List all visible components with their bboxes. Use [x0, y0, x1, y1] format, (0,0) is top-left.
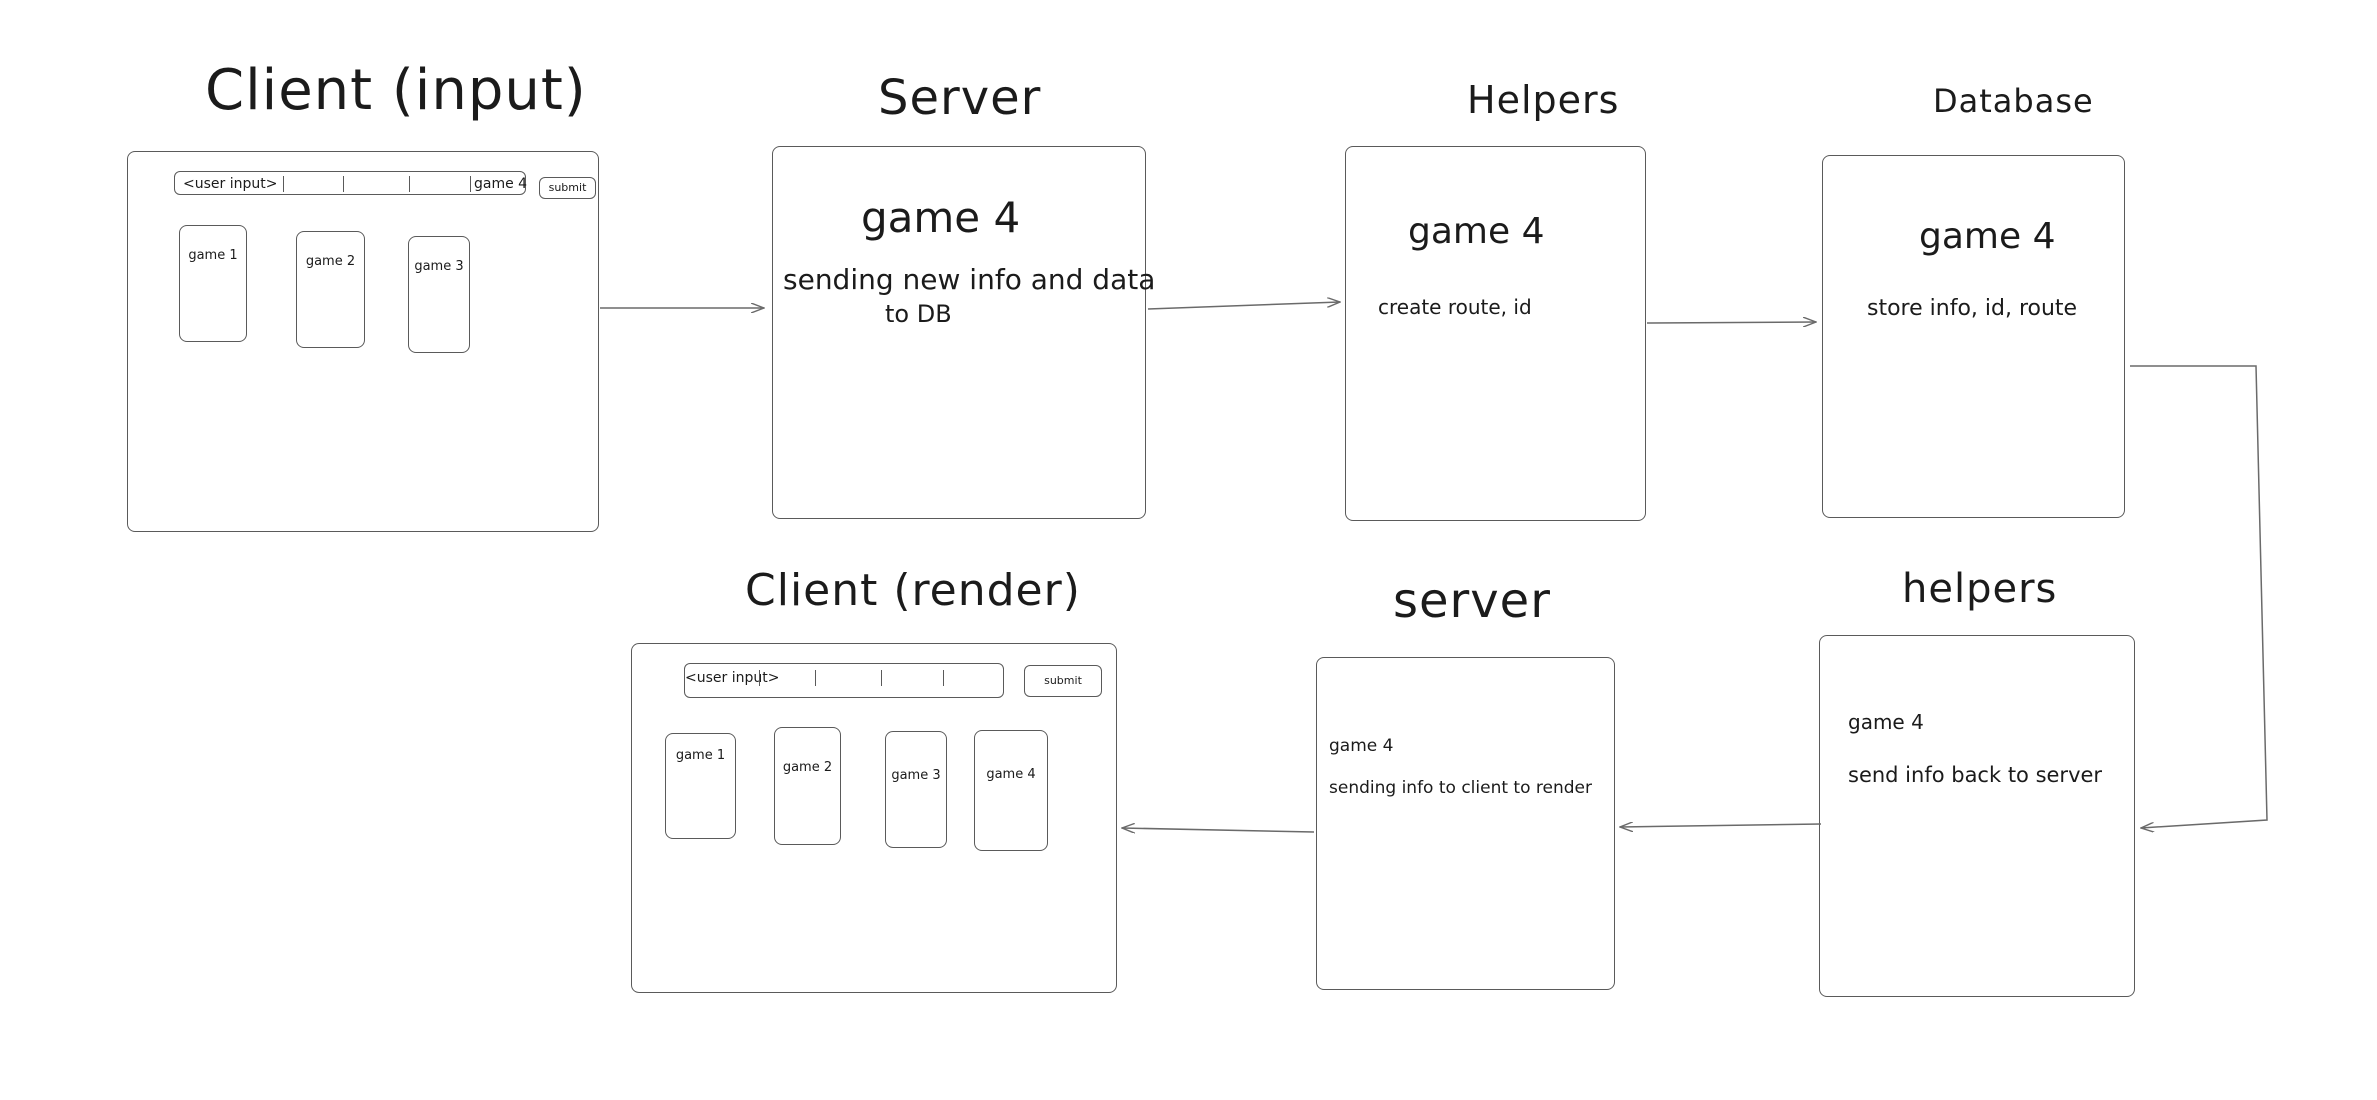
input-separator — [343, 176, 345, 192]
client-render-title: Client (render) — [745, 565, 1081, 616]
helpers-top-title: Helpers — [1467, 78, 1620, 122]
client-input-search-bar[interactable]: <user input> game 4 — [174, 171, 528, 195]
database-heading: game 4 — [1919, 216, 2056, 257]
input-separator — [283, 176, 285, 192]
client-render-placeholder: <user input> — [685, 670, 780, 686]
arrow-server-to-helpers — [1147, 302, 1340, 310]
client-render-search-bar[interactable]: <user input> — [684, 663, 1004, 698]
game-card[interactable]: game 4 — [974, 730, 1048, 851]
input-separator — [470, 176, 472, 192]
arrow-server-to-client — [1122, 828, 1315, 832]
helpers-bottom-text: send info back to server — [1848, 763, 2103, 787]
helpers-bottom-box: game 4 send info back to server — [1819, 635, 2135, 997]
server-top-line1: sending new info and data — [783, 263, 1156, 296]
game-card[interactable]: game 1 — [179, 225, 247, 342]
game-card[interactable]: game 1 — [665, 733, 736, 839]
game-card[interactable]: game 3 — [885, 731, 947, 848]
helpers-bottom-title: helpers — [1902, 566, 2058, 612]
input-separator — [881, 670, 883, 686]
client-render-submit-button[interactable]: submit — [1024, 665, 1102, 697]
input-separator — [943, 670, 945, 686]
helpers-top-text: create route, id — [1378, 295, 1532, 319]
client-input-title: Client (input) — [205, 58, 587, 123]
arrow-database-to-helpers — [2130, 365, 2268, 828]
client-input-placeholder: <user input> — [183, 176, 278, 192]
client-input-box: <user input> game 4 submit game 1 game 2… — [127, 151, 599, 532]
server-bottom-text: sending info to client to render — [1329, 778, 1592, 798]
arrow-helpers-to-server — [1620, 824, 1822, 827]
server-bottom-heading: game 4 — [1329, 736, 1394, 756]
helpers-top-heading: game 4 — [1408, 211, 1545, 252]
client-input-submit-button[interactable]: submit — [539, 177, 596, 199]
helpers-bottom-heading: game 4 — [1848, 710, 1924, 734]
server-top-heading: game 4 — [861, 193, 1021, 242]
database-title: Database — [1933, 82, 2094, 120]
database-text: store info, id, route — [1867, 296, 2078, 321]
input-separator — [815, 670, 817, 686]
input-separator — [409, 176, 411, 192]
client-input-value: game 4 — [474, 176, 528, 192]
input-separator — [759, 670, 761, 686]
game-card[interactable]: game 3 — [408, 236, 470, 353]
arrow-helpers-to-database — [1646, 322, 1816, 323]
server-top-title: Server — [878, 70, 1042, 126]
server-bottom-title: server — [1393, 573, 1551, 629]
game-card[interactable]: game 2 — [296, 231, 365, 348]
helpers-top-box: game 4 create route, id — [1345, 146, 1646, 521]
client-render-box: <user input> submit game 1 game 2 game 3… — [631, 643, 1117, 993]
server-top-box: game 4 sending new info and data to DB — [772, 146, 1155, 519]
database-box: game 4 store info, id, route — [1822, 155, 2125, 518]
server-top-line2: to DB — [885, 300, 952, 328]
game-card[interactable]: game 2 — [774, 727, 841, 845]
server-bottom-box: game 4 sending info to client to render — [1316, 657, 1615, 990]
